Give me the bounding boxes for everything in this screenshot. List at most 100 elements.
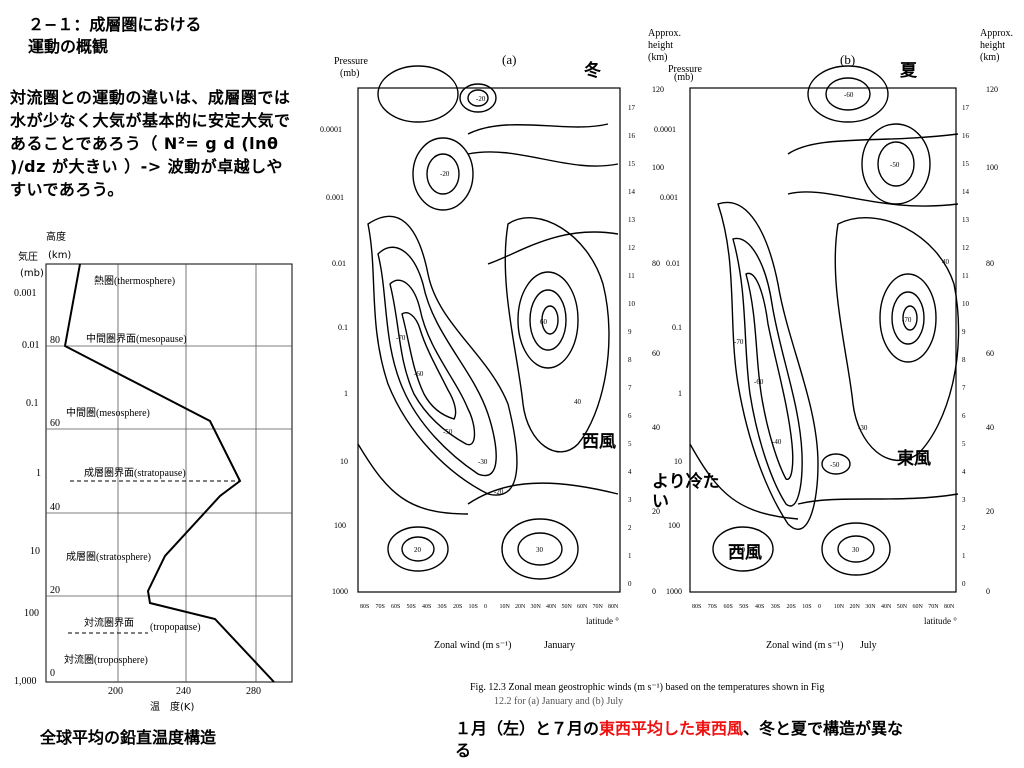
panel-a-pressure-ticks: 0.0001 0.001 0.01 0.1 1 10 100 1000: [320, 125, 348, 596]
pressure-axis-label: 気圧: [18, 250, 38, 263]
latitude-tick: 80N: [944, 604, 955, 610]
temperature-curve: [63, 263, 275, 683]
svg-text:60: 60: [986, 349, 994, 358]
profile-frame: [45, 263, 293, 683]
svg-text:7: 7: [962, 384, 966, 392]
svg-text:120: 120: [652, 85, 664, 94]
svg-text:12: 12: [628, 244, 636, 252]
svg-text:80: 80: [986, 259, 994, 268]
svg-text:-60: -60: [414, 370, 424, 378]
svg-text:1: 1: [678, 389, 682, 398]
svg-text:-40: -40: [772, 438, 782, 446]
panel-b-label: (b): [840, 52, 855, 67]
svg-text:100: 100: [334, 521, 346, 530]
latitude-tick: 20N: [515, 604, 526, 610]
svg-text:4: 4: [628, 468, 632, 476]
latitude-tick: 30S: [438, 604, 447, 610]
latitude-tick: 60S: [724, 604, 733, 610]
panel-b-xlabel: Zonal wind (m s⁻¹): [766, 640, 843, 651]
overlay-westerly-winter: 西風: [582, 432, 616, 452]
svg-text:80: 80: [652, 259, 660, 268]
layer-thermosphere: 熱圏(thermosphere): [94, 274, 175, 287]
svg-text:-50: -50: [830, 461, 840, 469]
svg-text:-50: -50: [443, 428, 453, 436]
svg-text:14: 14: [962, 188, 970, 196]
svg-text:30: 30: [852, 546, 860, 554]
latitude-tick: 50N: [897, 604, 908, 610]
svg-text:20: 20: [414, 546, 422, 554]
layer-mesopause: 中間圏界面(mesopause): [86, 332, 187, 345]
svg-text:0: 0: [652, 587, 656, 596]
wind-caption-post: 、冬と夏で構造が異なる: [455, 719, 904, 760]
panel-b-month: July: [860, 640, 877, 651]
svg-text:-60: -60: [754, 378, 764, 386]
svg-text:0.01: 0.01: [666, 259, 680, 268]
layer-stratopause: 成層圏界面(stratopause): [84, 467, 186, 479]
svg-text:20: 20: [986, 507, 994, 516]
zonal-wind-figure: Pressure (mb) Approx. height (km) Pressu…: [320, 28, 1013, 707]
svg-text:13: 13: [628, 216, 636, 224]
latitude-tick: 10S: [469, 604, 478, 610]
svg-text:1: 1: [628, 552, 632, 560]
svg-text:-60: -60: [844, 91, 854, 99]
svg-text:40: 40: [942, 258, 950, 266]
svg-text:-30: -30: [478, 458, 488, 466]
latitude-tick: 70N: [593, 604, 604, 610]
svg-text:7: 7: [628, 384, 632, 392]
svg-text:16: 16: [628, 132, 636, 140]
pressure-unit-label: (mb): [20, 268, 44, 279]
latitude-tick: 60S: [391, 604, 400, 610]
svg-text:10: 10: [30, 546, 40, 557]
svg-text:100: 100: [652, 163, 664, 172]
svg-text:-70: -70: [396, 334, 406, 342]
latitude-tick: 10N: [500, 604, 511, 610]
panel-a-pressure-unit: (mb): [340, 68, 359, 79]
latitude-tick: 60N: [577, 604, 588, 610]
svg-text:4: 4: [962, 468, 966, 476]
latitude-tick: 70S: [376, 604, 385, 610]
svg-text:1: 1: [36, 468, 41, 479]
svg-text:0: 0: [986, 587, 990, 596]
svg-text:0.1: 0.1: [672, 323, 682, 332]
svg-text:40: 40: [50, 502, 60, 513]
svg-text:1000: 1000: [332, 587, 348, 596]
latitude-tick: 80S: [692, 604, 701, 610]
layer-stratosphere: 成層圏(stratosphere): [66, 551, 151, 563]
svg-text:60: 60: [540, 318, 548, 326]
season-summer: 夏: [900, 61, 918, 81]
panel-b-height-label2: height: [980, 40, 1005, 51]
latitude-tick: 80S: [360, 604, 369, 610]
latitude-tick: 10S: [802, 604, 811, 610]
svg-text:17: 17: [628, 104, 636, 112]
panel-a-height-ticks: 120 100 80 60 40 20 0: [652, 85, 664, 596]
latitude-tick: 0: [818, 604, 821, 610]
svg-text:17: 17: [962, 104, 970, 112]
svg-text:20: 20: [738, 546, 746, 554]
panel-b-height-ticks: 120 100 80 60 40 20 0: [986, 85, 998, 596]
svg-text:10: 10: [962, 300, 970, 308]
svg-text:2: 2: [628, 524, 632, 532]
height-axis-label: 高度: [46, 230, 66, 243]
profile-gridlines: [46, 264, 292, 682]
svg-text:30: 30: [536, 546, 544, 554]
svg-text:40: 40: [574, 398, 582, 406]
season-winter: 冬: [584, 60, 601, 81]
svg-text:60: 60: [652, 349, 660, 358]
svg-text:16: 16: [962, 132, 970, 140]
latitude-tick: 0: [484, 604, 487, 610]
svg-text:100: 100: [986, 163, 998, 172]
svg-text:40: 40: [986, 423, 994, 432]
svg-text:3: 3: [628, 496, 632, 504]
wind-caption-highlight: 東西平均した東西風: [599, 719, 744, 738]
svg-text:0.0001: 0.0001: [320, 125, 342, 134]
svg-text:20: 20: [50, 585, 60, 596]
body-paragraph: 対流圏との運動の違いは、成層圏では水が少なく大気が基本的に安定大気であることであ…: [10, 88, 291, 199]
panel-b-level-ticks: 17 16 15 14 13 12 11 10 9 8 7 6 5 4 3 2 …: [962, 104, 970, 588]
overlay-colder: より冷たい: [652, 472, 720, 512]
svg-text:0: 0: [628, 580, 632, 588]
svg-text:8: 8: [962, 356, 966, 364]
temperature-profile-figure: 高度 気圧 (km) (mb) 0.001 0.01 0.1 1 10 100 …: [14, 230, 293, 713]
svg-text:1: 1: [962, 552, 966, 560]
